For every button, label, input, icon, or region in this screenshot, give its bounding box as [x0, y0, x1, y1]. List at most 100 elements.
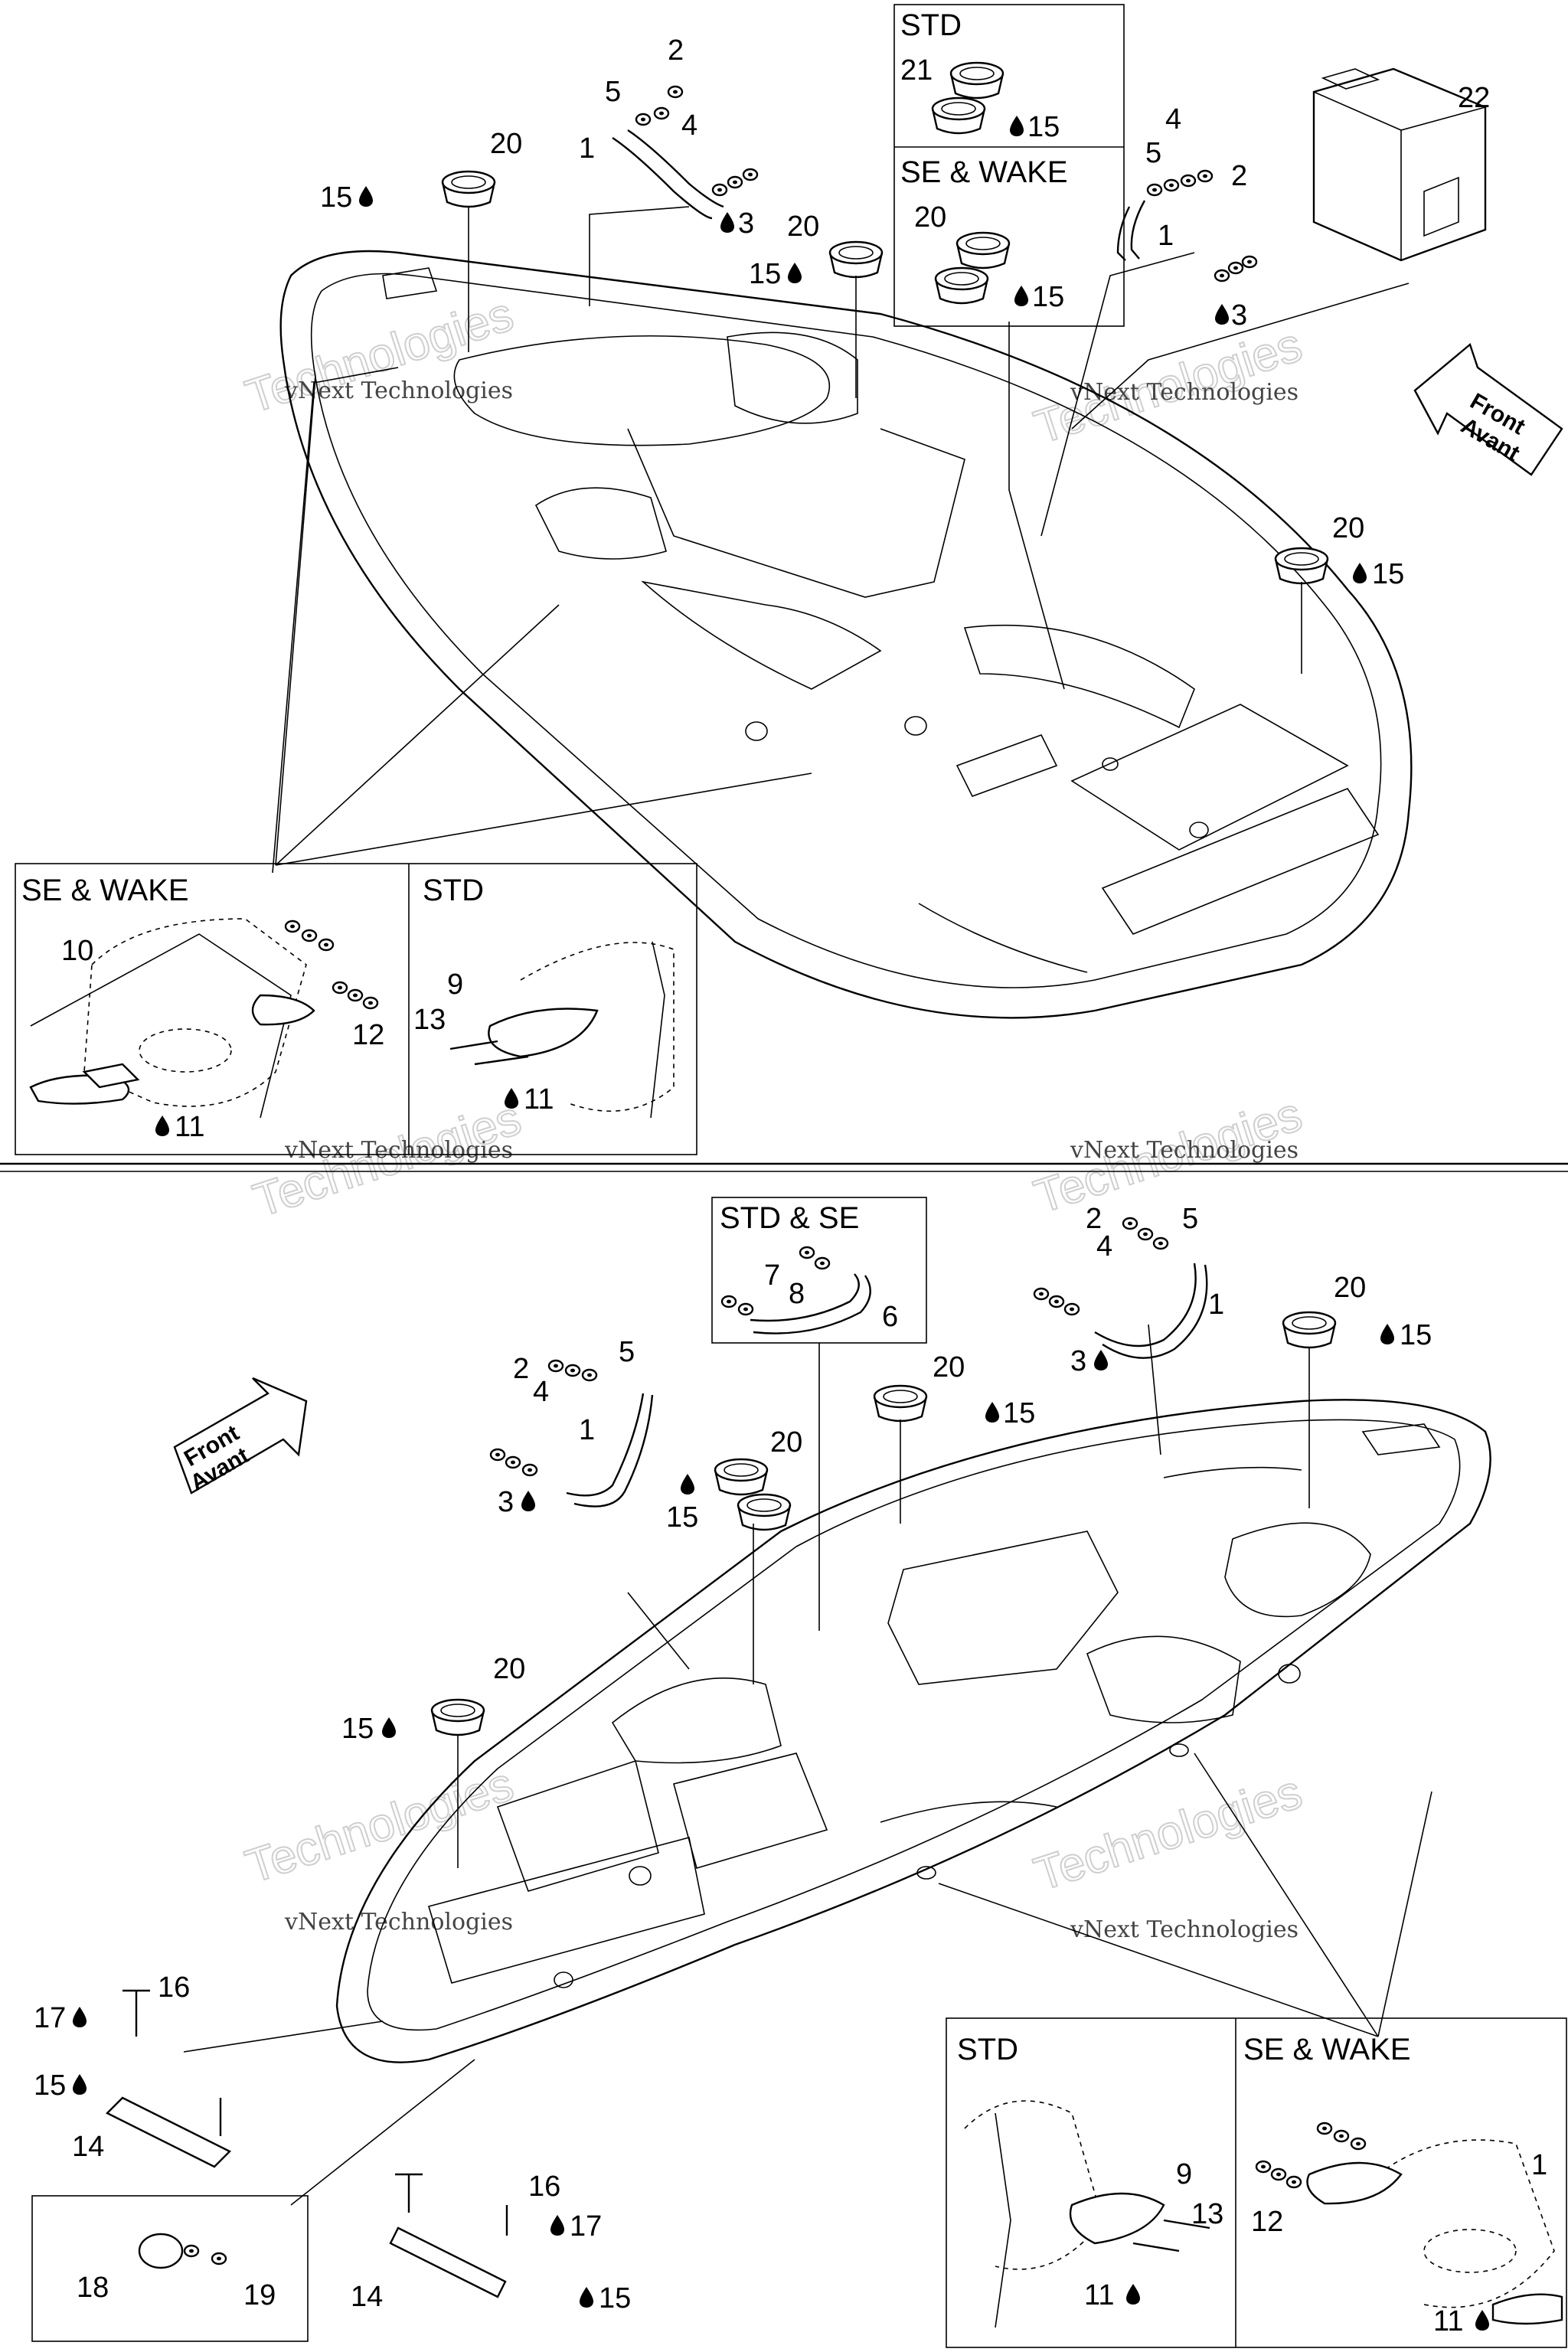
callout-3: 3	[498, 1486, 514, 1518]
callout-15: 15	[1032, 281, 1064, 313]
callout-5: 5	[1182, 1203, 1198, 1235]
se-wake-box-title: SE & WAKE	[900, 155, 1068, 189]
callout-15: 15	[320, 181, 352, 214]
callout-5: 5	[1145, 137, 1161, 169]
callout-21: 21	[900, 54, 933, 87]
callout-20: 20	[490, 128, 522, 160]
callout-18: 18	[77, 2272, 109, 2304]
leader-lines-bottom	[183, 1324, 1432, 2206]
callout-9: 9	[1176, 2158, 1192, 2190]
callouts-top: 2 5 4 1 3 20 15 20 15 21 15 20 15 4 5 2 …	[61, 34, 1490, 1143]
callout-22: 22	[1458, 82, 1490, 114]
front-arrow-top: Front Avant	[1413, 342, 1563, 476]
std-box: STD SE & WAKE	[893, 4, 1125, 327]
callout-15: 15	[1400, 1319, 1432, 1351]
callout-8: 8	[789, 1278, 805, 1310]
callout-20: 20	[787, 211, 819, 243]
callout-7: 7	[764, 1259, 780, 1292]
callout-13: 13	[1191, 2198, 1223, 2230]
callout-14: 14	[72, 2131, 104, 2163]
front-arrow-bottom: Front Avant	[173, 1377, 308, 1496]
detail-se-wake-title: SE & WAKE	[1243, 2033, 1411, 2066]
callout-5: 5	[619, 1336, 635, 1368]
callout-1: 1	[579, 132, 595, 165]
callout-15: 15	[1003, 1397, 1035, 1429]
callout-15: 15	[666, 1501, 698, 1534]
std-box-title: STD	[900, 8, 962, 42]
callout-11: 11	[1433, 2305, 1463, 2337]
callout-19: 19	[243, 2279, 276, 2311]
top-section: Technologies vNext Technologies Technolo…	[15, 4, 1563, 1228]
callout-15: 15	[34, 2069, 66, 2102]
detail-std-title: STD	[957, 2033, 1018, 2066]
callout-20: 20	[770, 1426, 802, 1459]
callout-4: 4	[681, 109, 697, 142]
callout-20: 20	[1334, 1272, 1366, 1304]
callout-17: 17	[570, 2210, 602, 2243]
detail-box-bottom: STD SE & WAKE	[946, 2017, 1567, 2348]
callout-9: 9	[447, 969, 463, 1001]
callout-4: 4	[533, 1376, 549, 1408]
callouts-bottom: 2 4 5 7 8 6 1 3 20 15 2 4 5 1 3 20 15 20…	[34, 1203, 1547, 2337]
callout-16: 16	[528, 2171, 560, 2203]
callout-1: 1	[1158, 220, 1174, 252]
callout-10: 10	[61, 935, 93, 967]
callout-17: 17	[34, 2002, 66, 2034]
leader-lines-top	[272, 206, 1410, 874]
grab-handles-bottom	[489, 1217, 1208, 1508]
callout-20: 20	[493, 1653, 525, 1685]
watermark-big: Technologies	[240, 1758, 520, 1893]
callout-11: 11	[524, 1083, 554, 1116]
detail-box-top: SE & WAKE STD	[15, 863, 697, 1155]
callout-20: 20	[914, 201, 946, 234]
std-se-box: STD & SE	[711, 1197, 927, 1344]
callout-12: 12	[352, 1019, 384, 1051]
callout-3: 3	[1070, 1345, 1086, 1377]
callout-4: 4	[1096, 1230, 1112, 1263]
callout-11: 11	[175, 1111, 204, 1143]
callout-3: 3	[738, 207, 754, 240]
callout-14: 14	[351, 2281, 383, 2313]
watermark-bottom: Technologies vNext Technologies Technolo…	[239, 1757, 1309, 1943]
boat-hull-top	[279, 250, 1413, 1019]
cap-detail-box	[31, 2195, 309, 2342]
callout-3: 3	[1231, 299, 1247, 332]
callout-20: 20	[933, 1351, 965, 1383]
detail-se-wake-title: SE & WAKE	[21, 874, 189, 907]
callout-20: 20	[1332, 512, 1364, 544]
callout-1: 1	[579, 1414, 595, 1446]
boat-hull-bottom	[335, 1399, 1491, 2063]
callout-6: 6	[882, 1301, 898, 1333]
watermark-small: vNext Technologies	[1070, 379, 1298, 406]
callout-1: 1	[1208, 1289, 1224, 1321]
callout-2: 2	[1231, 160, 1247, 192]
grab-handles-top	[612, 85, 1258, 283]
callout-15: 15	[1027, 111, 1060, 143]
callout-15: 15	[341, 1713, 374, 1745]
hardware-parts-bottom	[105, 1989, 508, 2298]
callout-11: 11	[1084, 2279, 1114, 2311]
callout-12: 12	[1251, 2206, 1283, 2238]
watermark-small: vNext Technologies	[1070, 1137, 1298, 1164]
callout-15: 15	[749, 258, 781, 290]
callout-15: 15	[599, 2282, 631, 2314]
std-se-box-title: STD & SE	[720, 1201, 859, 1235]
callout-2: 2	[513, 1353, 529, 1385]
callout-2: 2	[1086, 1203, 1102, 1235]
watermark-small: vNext Technologies	[1070, 1916, 1298, 1943]
watermark-top: Technologies vNext Technologies Technolo…	[239, 287, 1309, 1228]
callout-15: 15	[1372, 558, 1404, 590]
cooler-part-22	[1312, 67, 1487, 262]
callout-4: 4	[1165, 103, 1181, 136]
detail-std-title: STD	[423, 874, 484, 907]
callout-16: 16	[158, 1971, 190, 2004]
callout-5: 5	[605, 76, 621, 108]
watermark-small: vNext Technologies	[284, 1137, 513, 1164]
callout-2: 2	[668, 34, 684, 67]
bottom-section: Technologies vNext Technologies Technolo…	[31, 1197, 1567, 2348]
watermark-small: vNext Technologies	[284, 1909, 513, 1936]
callout-1: 1	[1531, 2149, 1547, 2181]
watermark-big: Technologies	[1028, 1766, 1308, 1901]
callout-13: 13	[413, 1004, 446, 1036]
